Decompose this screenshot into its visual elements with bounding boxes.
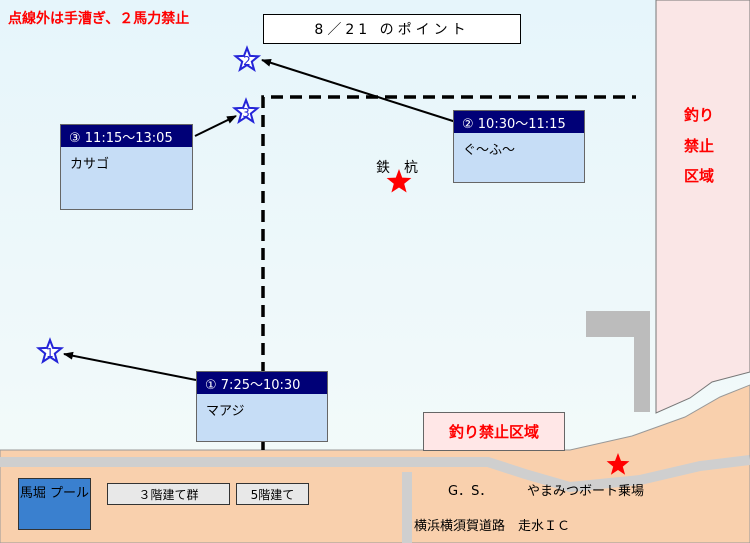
point-marker-3: 3 xyxy=(231,97,261,125)
point-marker-2: 2 xyxy=(232,45,262,73)
expressway-label: 横浜横須賀道路 走水ＩＣ xyxy=(414,519,571,534)
page-title: 8／21 のポイント xyxy=(263,14,521,44)
card-header: ① 7:25～10:30 xyxy=(197,372,327,394)
point-card-1: ① 7:25～10:30 マアジ xyxy=(196,371,328,442)
building-3-floors: ３階建て群 xyxy=(107,483,230,505)
blue-star-icon xyxy=(231,97,261,125)
coastal-road xyxy=(0,455,750,493)
blue-star-icon xyxy=(35,337,65,365)
arrow-to-point-2 xyxy=(261,58,457,123)
iron-pile-label: 鉄 杭 xyxy=(376,160,418,176)
blue-star-icon xyxy=(232,45,262,73)
card-fish: マアジ xyxy=(206,404,245,419)
arrow-to-point-3 xyxy=(194,115,237,137)
point-card-3: ③ 11:15～13:05 カサゴ xyxy=(60,124,193,210)
card-header: ③ 11:15～13:05 xyxy=(61,125,192,147)
gas-station-label: G．S． xyxy=(448,484,493,499)
building-5-floors: 5階建て xyxy=(236,483,309,505)
no-fishing-zone-pier xyxy=(655,0,750,414)
boat-dock-label: やまみつボート乗場 xyxy=(527,484,645,499)
boundary-dotted-line xyxy=(261,95,636,450)
no-fishing-zone-vertical-label: 釣り禁止区域 xyxy=(684,106,715,185)
boat-dock-star-icon xyxy=(606,453,630,475)
point-marker-1: 1 xyxy=(35,337,65,365)
card-fish: カサゴ xyxy=(70,157,110,172)
notice-text: 点線外は手漕ぎ、２馬力禁止 xyxy=(8,11,190,27)
marker-number: 2 xyxy=(243,54,251,68)
arrow-to-point-1 xyxy=(63,351,197,381)
pool-building: 馬堀 プール xyxy=(18,478,91,530)
point-card-2: ② 10:30～11:15 ぐ～ふ～ xyxy=(453,110,585,183)
marker-number: 3 xyxy=(242,106,250,120)
breakwater xyxy=(586,311,650,412)
iron-pile-star-icon xyxy=(386,169,412,193)
marker-number: 1 xyxy=(46,346,54,360)
card-header: ② 10:30～11:15 xyxy=(454,111,584,133)
no-fishing-zone-label: 釣り禁止区域 xyxy=(423,412,565,451)
card-fish: ぐ～ふ～ xyxy=(463,143,516,158)
